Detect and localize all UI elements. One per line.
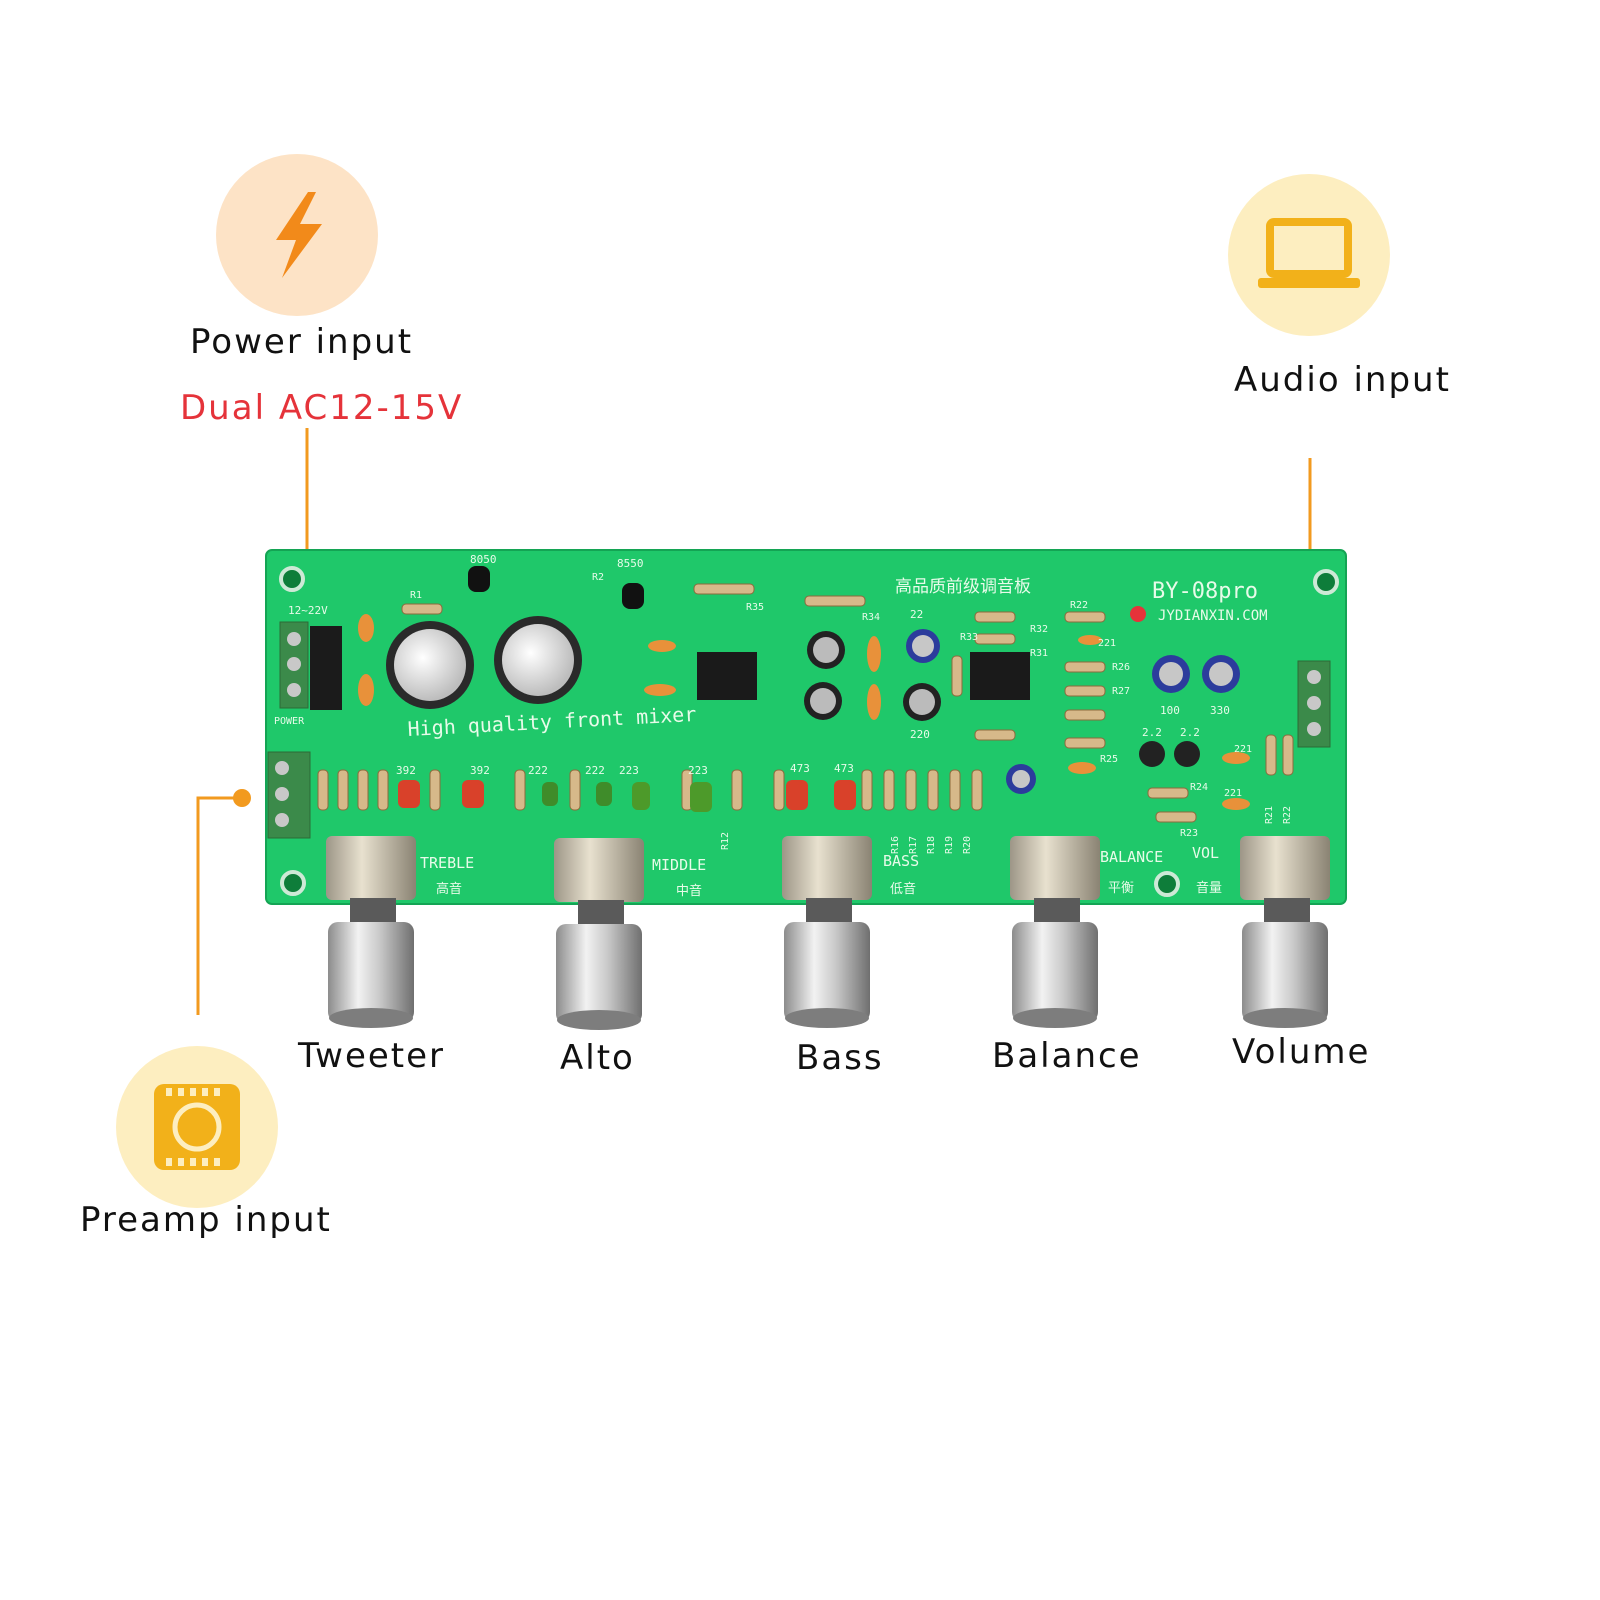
label-treble: TREBLE [420,854,474,872]
label-c473b: 473 [834,762,854,775]
preamp-icon-circle [116,1046,278,1208]
label-c223b: 223 [688,764,708,777]
board-brand-url: JYDIANXIN.COM [1158,608,1268,624]
label-balance-cn: 平衡 [1108,881,1134,896]
label-cap-220: 220 [910,728,930,741]
mounting-hole [1154,871,1180,897]
label-r16: R16 [890,836,901,854]
mounting-hole [280,870,306,896]
status-led [1130,606,1146,622]
label-c221b: 221 [1234,744,1252,755]
knob-label-balance: Balance [992,1036,1142,1076]
op-amp-ic [970,652,1030,700]
label-8550: 8550 [617,557,644,570]
preamp-input-title: Preamp input [80,1200,332,1240]
preamp-leader-dot [233,789,251,807]
knob-alto[interactable] [554,838,644,1030]
knob-row [326,836,1330,1030]
label-bass: BASS [883,852,919,870]
knob-label-volume: Volume [1232,1032,1371,1072]
knob-label-bass: Bass [796,1038,884,1078]
label-8050: 8050 [470,553,497,566]
label-r22b: R22 [1282,806,1293,824]
op-amp-ic [697,652,757,700]
label-c222a: 222 [528,764,548,777]
label-cap-330: 330 [1210,704,1230,717]
power-icon-circle [216,154,378,316]
knob-label-alto: Alto [560,1038,635,1078]
label-c223a: 223 [619,764,639,777]
power-input-spec: Dual AC12-15V [180,388,464,428]
label-c473a: 473 [790,762,810,775]
label-middle: MIDDLE [652,856,706,874]
audio-input-title: Audio input [1234,360,1451,400]
label-r24: R24 [1190,782,1208,793]
resistor-array [317,583,1294,823]
label-c221: 221 [1098,638,1116,649]
label-r12: R12 [720,832,731,850]
label-r34: R34 [862,612,880,623]
label-r18: R18 [926,836,937,854]
label-middle-cn: 中音 [676,883,702,899]
film-capacitors [358,614,1250,812]
label-c392b: 392 [470,764,490,777]
label-r1: R1 [410,590,422,601]
label-cap-100: 100 [1160,704,1180,717]
board-model: BY-08pro [1152,579,1258,604]
preamp-terminal-block [267,751,311,839]
label-r35: R35 [746,602,764,613]
small-capacitor [1139,741,1165,767]
label-r25: R25 [1100,754,1118,765]
audio-icon-circle [1228,174,1390,336]
label-cap-2-2b: 2.2 [1180,726,1200,739]
label-c221c: 221 [1224,788,1242,799]
small-capacitor [1174,741,1200,767]
label-power-spec: 12~22V [288,604,328,617]
laptop-icon [1258,218,1360,288]
chip-icon [154,1084,240,1170]
mounting-hole [1313,569,1339,595]
board-chinese-title: 高品质前级调音板 [895,577,1031,597]
label-r33: R33 [960,632,978,643]
label-c222b: 222 [585,764,605,777]
transistor [468,566,490,592]
label-r31: R31 [1030,648,1048,659]
label-cap-22: 22 [910,608,923,621]
regulator-heatsink [310,626,342,710]
label-balance: BALANCE [1100,848,1163,866]
label-r22: R22 [1070,600,1088,611]
label-r26: R26 [1112,662,1130,673]
label-vol: VOL [1192,844,1219,862]
label-r17: R17 [908,836,919,854]
knob-label-tweeter: Tweeter [298,1036,446,1076]
transistor [622,583,644,609]
label-r32: R32 [1030,624,1048,635]
knob-balance[interactable] [1010,836,1100,1028]
knob-bass[interactable] [782,836,872,1028]
knob-tweeter[interactable] [326,836,416,1028]
knob-volume[interactable] [1240,836,1330,1028]
label-r23: R23 [1180,828,1198,839]
label-r21: R21 [1264,806,1275,824]
pcb-board: BY-08pro JYDIANXIN.COM 高品质前级调音板 High qua… [265,549,1347,905]
label-r20: R20 [962,836,973,854]
label-r27: R27 [1112,686,1130,697]
preamp-leader-line [196,796,242,1015]
label-cap-2-2a: 2.2 [1142,726,1162,739]
label-bass-cn: 低音 [890,881,916,897]
power-input-title: Power input [190,322,414,362]
label-power: POWER [274,716,305,727]
label-vol-cn: 音量 [1196,880,1222,896]
label-treble-cn: 高音 [436,881,462,897]
mounting-hole [279,566,305,592]
label-r19: R19 [944,836,955,854]
label-c392a: 392 [396,764,416,777]
label-r2: R2 [592,572,604,583]
lightning-bolt-icon [276,192,322,278]
